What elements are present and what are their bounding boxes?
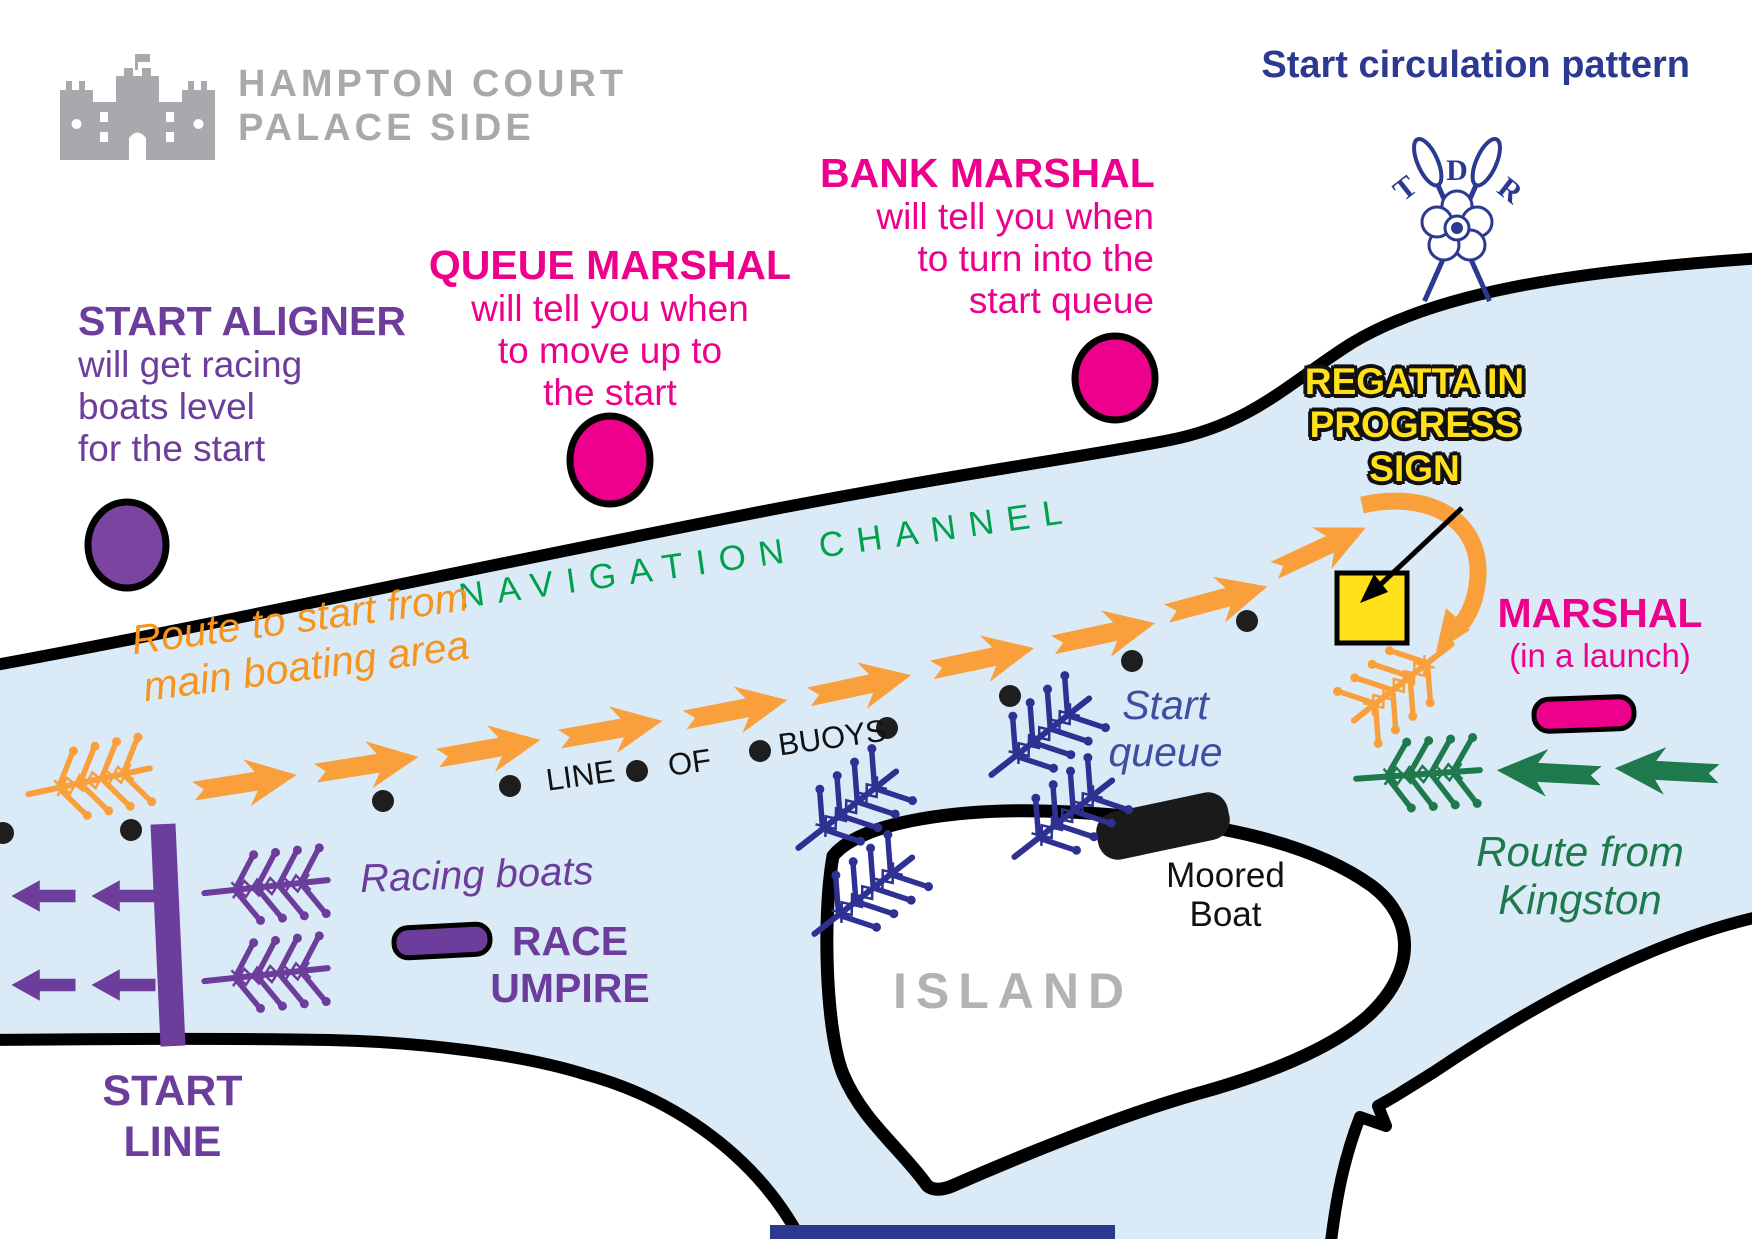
kingston-bank-line [1325,912,1752,1239]
marshal-heading: MARSHAL [1497,590,1703,636]
bank-marshal-line: to turn into the [917,238,1154,280]
start-queue-line: queue [1108,728,1223,775]
tdr-letter-r: R [1491,171,1529,211]
start-aligner-line: boats level [78,386,255,428]
start-aligner-line: for the start [78,427,266,469]
start-line-label: START LINE [70,1066,275,1167]
turn-arrow-curve [1360,492,1487,634]
marshal-note: MARSHAL (in a launch) [1455,590,1745,675]
sign-pointer-line [1378,506,1464,587]
turn-arrow-head [1436,608,1470,652]
regatta-sign-line: REGATTA IN [1304,361,1525,402]
route-from-kingston-line: Route from [1476,828,1684,875]
race-umpire-line: RACE [511,918,629,964]
launch-icon-marshal [1531,694,1637,734]
island-label: ISLAND [893,963,1134,1019]
sign-pointer-head [1360,574,1388,603]
bank-marshal-line: start queue [968,279,1154,321]
queue-marshal-line: to move up to [497,330,723,372]
buoy-dot [499,775,521,797]
moored-boat-line: Boat [1189,895,1262,935]
buoy-dot [749,740,771,762]
page-title: Start circulation pattern [1261,44,1690,86]
map-edge-strip [770,1225,1115,1239]
buoy-dot [999,685,1021,707]
buoy-dot [120,819,142,841]
start-line-bar [150,823,186,1047]
brand-label: HAMPTON COURT PALACE SIDE [238,62,627,150]
moored-boat-label: Moored Boat [1128,856,1323,934]
tdr-letter-t: T [1387,169,1423,207]
start-line-line: LINE [123,1117,222,1166]
regatta-sign-line: SIGN [1369,447,1460,489]
queue-marshal-line: the start [543,371,677,413]
bank-marshal-note: BANK MARSHAL will tell you when to turn … [820,150,1155,322]
bank-marshal-heading: BANK MARSHAL [820,150,1155,196]
buoy-word-of: OF [665,742,714,783]
queue-marshal-heading: QUEUE MARSHAL [428,242,792,288]
moored-boat-line: Moored [1166,856,1285,895]
racing-boats-label: Racing boats [359,848,595,902]
tdr-logo: T D R [1387,137,1529,303]
castle-icon [60,54,215,160]
buoy-dot [1121,650,1143,672]
north-bank-line [0,252,1752,671]
queue-marshal-dot [566,412,654,508]
brand-line2: PALACE SIDE [238,107,535,150]
regatta-sign-line: PROGRESS [1309,404,1520,446]
marshal-sub: (in a launch) [1509,637,1691,674]
buoy-dot [372,790,394,812]
buoy-dot [626,760,648,782]
route-from-kingston-line: Kingston [1498,876,1662,924]
brand-line1: HAMPTON COURT [238,63,628,105]
start-queue-label: Start queue [1068,682,1263,775]
queue-marshal-line: will tell you when [471,288,749,330]
buoy-dot [0,822,14,844]
start-aligner-line: will get racing [78,344,303,386]
race-umpire-label: RACE UMPIRE [450,918,690,1011]
bank-marshal-line: will tell you when [876,196,1154,238]
route-from-kingston-label: Route from Kingston [1415,828,1745,925]
start-queue-line: Start [1122,682,1209,728]
launch-icon-umpire [391,921,493,961]
queue-marshal-note: QUEUE MARSHAL will tell you when to move… [415,242,805,414]
start-aligner-dot [84,498,170,592]
start-aligner-note: START ALIGNER will get racing boats leve… [78,298,406,470]
tdr-letter-d: D [1446,154,1468,187]
buoy-dot [1236,610,1258,632]
regatta-sign-note: REGATTA IN PROGRESS SIGN [1272,360,1557,490]
start-aligner-heading: START ALIGNER [78,298,406,344]
buoy-dot [876,717,898,739]
south-bank-line [0,1032,808,1239]
start-line-line: START [102,1067,243,1115]
bank-marshal-dot [1071,332,1159,424]
race-umpire-line: UMPIRE [490,964,650,1011]
